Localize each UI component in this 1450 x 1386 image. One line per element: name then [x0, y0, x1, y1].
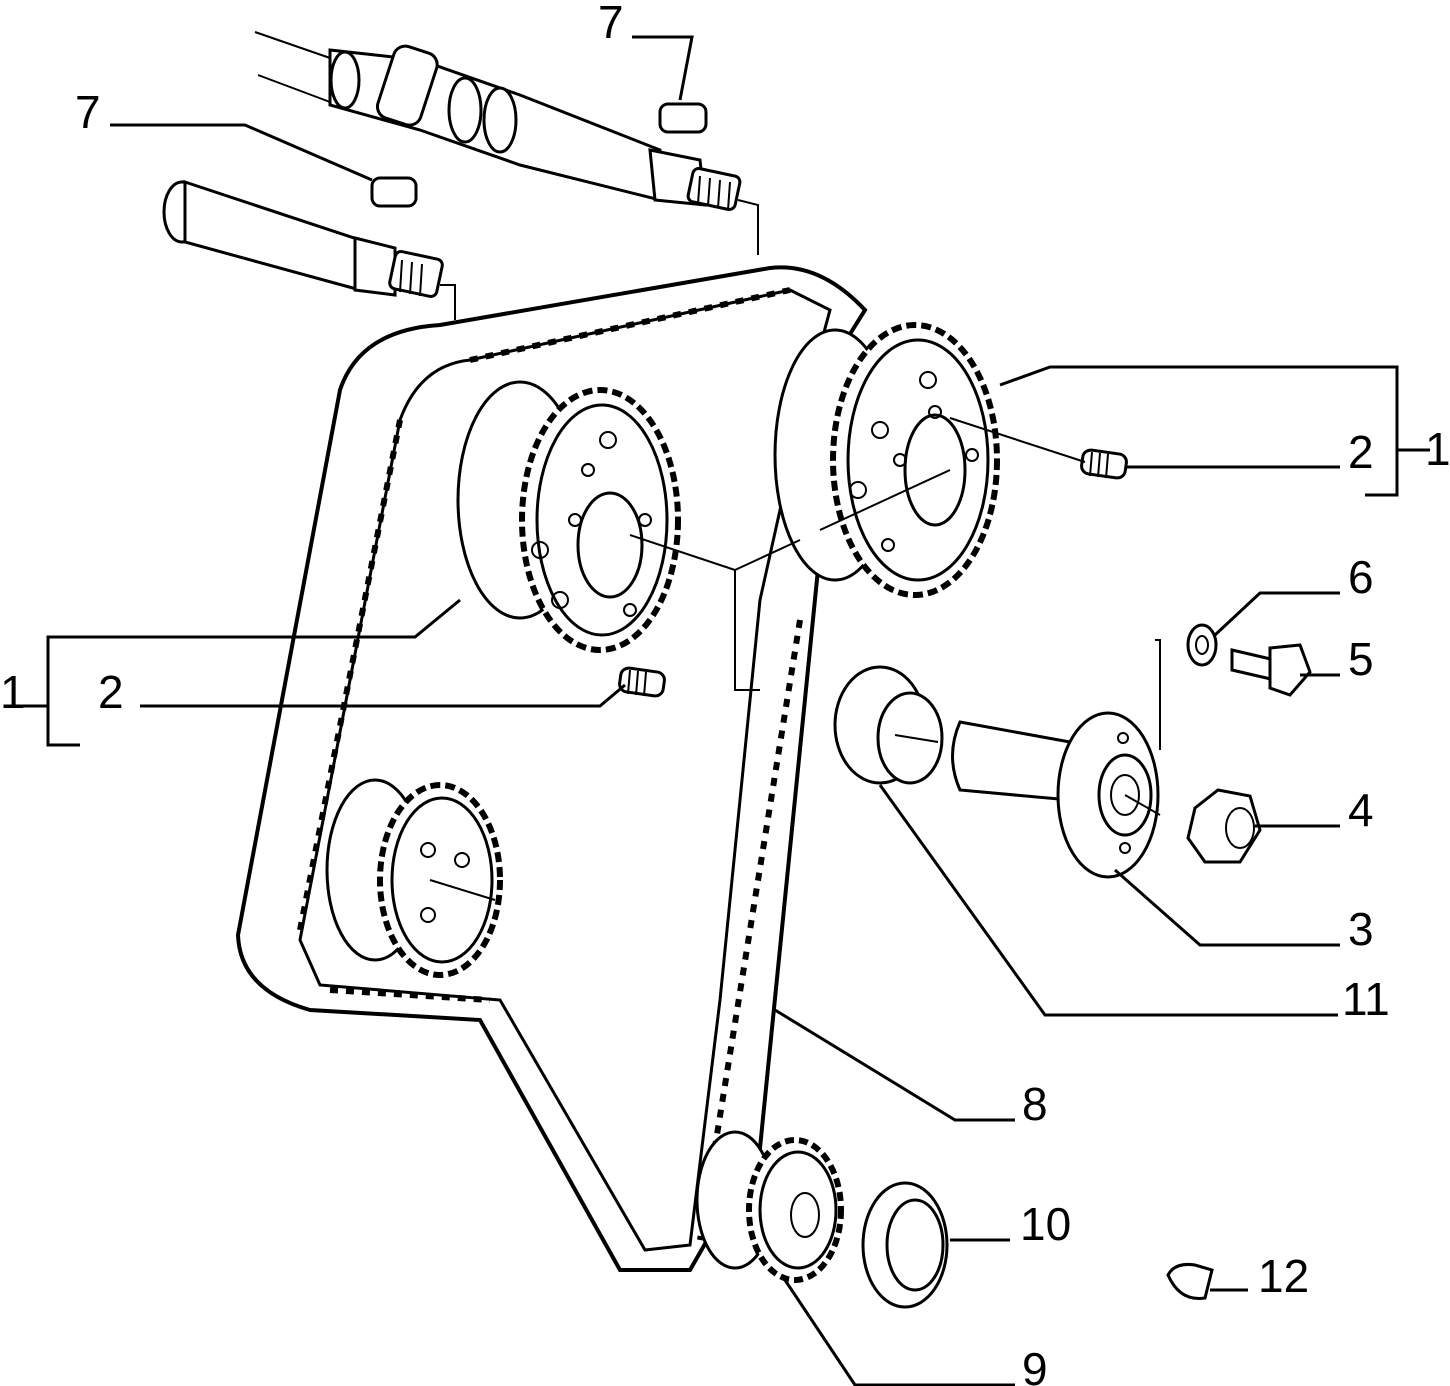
callout-1-left: 1	[0, 666, 26, 718]
cam-pulley-left	[456, 380, 681, 653]
tensioner-3	[951, 711, 1161, 879]
camshaft-lower	[162, 179, 444, 298]
callout-7-upper: 7	[598, 0, 624, 48]
callout-8: 8	[1022, 1078, 1048, 1130]
callout-9: 9	[1022, 1343, 1048, 1386]
leader-lines	[18, 35, 1430, 1386]
dowel-pin-2-right	[949, 417, 1128, 480]
callout-11: 11	[1342, 973, 1390, 1025]
dowel-pin-2-left	[618, 666, 666, 698]
callout-10: 10	[1020, 1198, 1071, 1250]
cam-pulley-right	[773, 322, 1000, 598]
spacer-11	[833, 665, 944, 785]
callout-5: 5	[1348, 633, 1374, 685]
crankshaft-pulley	[695, 1130, 844, 1283]
callout-6: 6	[1348, 551, 1374, 603]
nut-4	[1186, 788, 1262, 864]
callout-12: 12	[1258, 1250, 1309, 1302]
washer-6	[1186, 623, 1218, 667]
callout-2-right: 2	[1348, 426, 1374, 478]
woodruff-key-12	[1166, 1263, 1214, 1301]
woodruff-key-7-lower	[370, 176, 418, 208]
timing-belt	[235, 265, 868, 1272]
seal-10	[861, 1181, 949, 1309]
camshaft-upper	[254, 31, 742, 212]
callout-1-right: 1	[1425, 423, 1450, 475]
callout-4: 4	[1348, 784, 1374, 836]
auxiliary-pulley	[325, 778, 503, 978]
callout-7-lower: 7	[75, 86, 101, 138]
callout-2-left: 2	[98, 666, 124, 718]
bolt-5	[1230, 643, 1312, 697]
woodruff-key-7-upper	[658, 102, 708, 134]
callout-3: 3	[1348, 903, 1374, 955]
